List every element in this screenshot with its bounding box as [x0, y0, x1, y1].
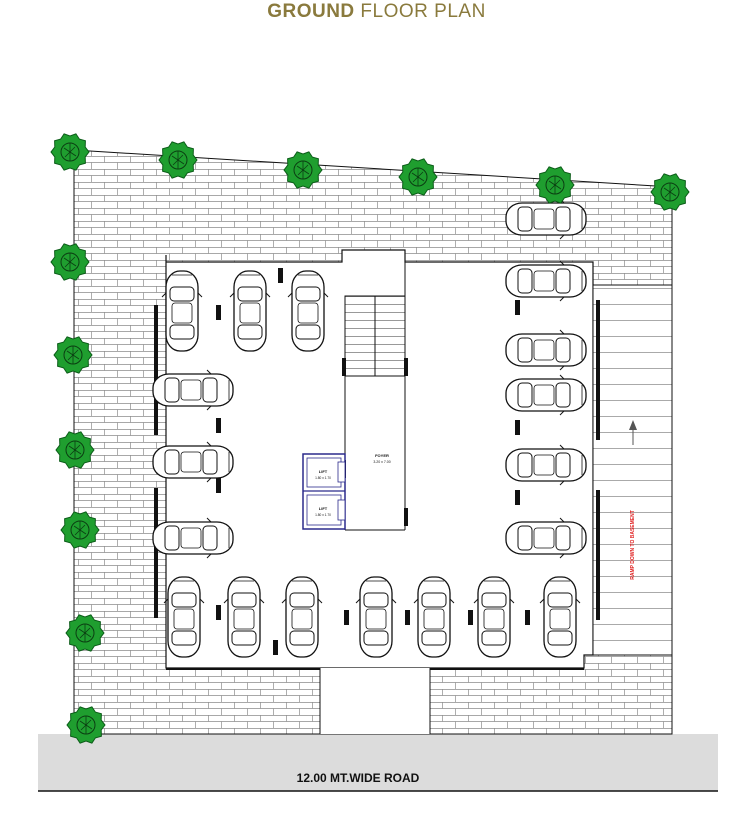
columns	[154, 268, 600, 655]
car-icon	[505, 517, 587, 559]
lift-2-size: 1.80 x 1.70	[315, 513, 331, 517]
car-icon	[152, 369, 234, 411]
road-label: 12.00 MT.WIDE ROAD	[297, 771, 420, 785]
ramp-label: RAMP DOWN TO BASEMENT	[630, 510, 636, 580]
road	[38, 734, 718, 791]
tree-icon	[65, 614, 105, 652]
arrow-up-icon	[629, 420, 637, 430]
lift-1-label: LIFT	[319, 469, 328, 474]
car-icon	[473, 576, 515, 658]
page-title: GROUND FLOOR PLAN	[267, 1, 486, 22]
car-icon	[152, 517, 234, 559]
car-icon	[413, 576, 455, 658]
car-icon	[229, 270, 271, 352]
ramp	[592, 284, 673, 656]
foyer-label: FOYER	[375, 453, 389, 458]
cars	[152, 198, 587, 658]
tree-icon	[158, 141, 198, 179]
car-icon	[539, 576, 581, 658]
tree-icon	[60, 511, 100, 549]
car-icon	[505, 374, 587, 416]
car-icon	[163, 576, 205, 658]
tree-icon	[650, 173, 690, 211]
lift-1-size: 1.80 x 1.70	[315, 476, 331, 480]
tree-icon	[398, 158, 438, 196]
car-icon	[505, 329, 587, 371]
car-icon	[152, 441, 234, 483]
car-icon	[505, 260, 587, 302]
car-icon	[223, 576, 265, 658]
tree-icon	[50, 243, 90, 281]
car-icon	[161, 270, 203, 352]
car-icon	[505, 198, 587, 240]
foyer-size: 3.20 x 7.00	[373, 460, 390, 464]
tree-icon	[66, 706, 106, 744]
car-icon	[355, 576, 397, 658]
car-icon	[505, 444, 587, 486]
trees	[50, 133, 690, 744]
lift-block	[302, 453, 346, 530]
tree-icon	[53, 336, 93, 374]
car-icon	[281, 576, 323, 658]
lift-2-label: LIFT	[319, 506, 328, 511]
tree-icon	[50, 133, 90, 171]
car-icon	[287, 270, 329, 352]
driveway	[320, 668, 430, 734]
tree-icon	[535, 166, 575, 204]
tree-icon	[283, 151, 323, 189]
tree-icon	[55, 431, 95, 469]
